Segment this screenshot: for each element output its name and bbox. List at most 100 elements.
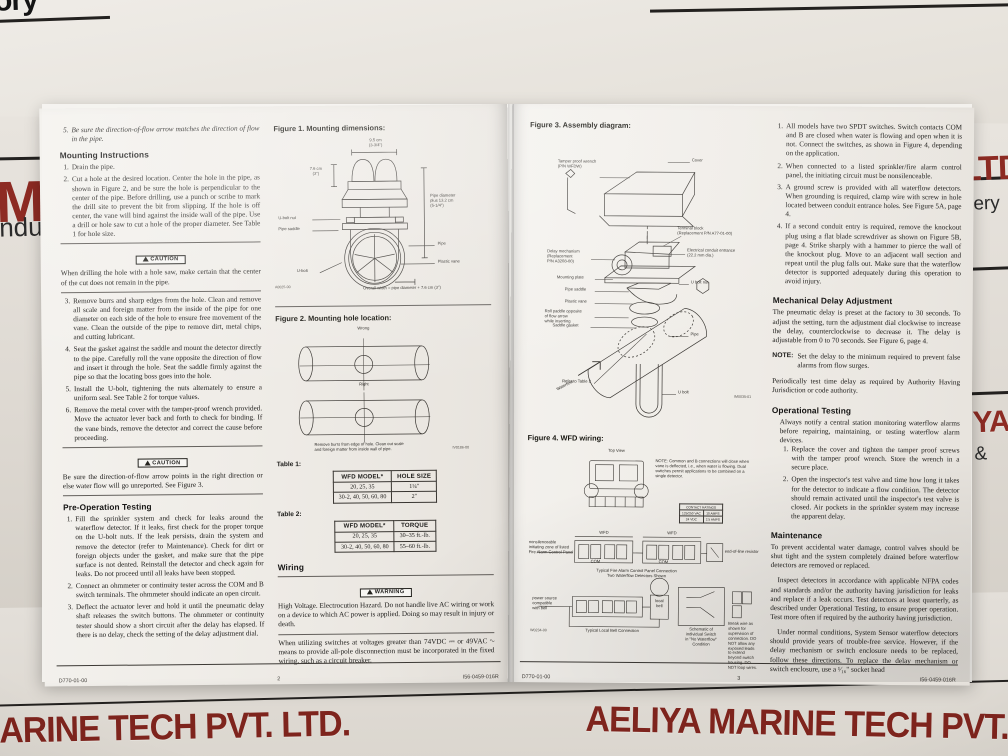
manual-gutter: [508, 104, 514, 682]
warning-text: High Voltage. Electrocution Hazard. Do n…: [277, 600, 495, 629]
figure-3-label-tamper-wrench: Tamper proof wrench (P/N WFDW): [557, 158, 597, 169]
figure-2-label-wrong: Wrong: [357, 325, 370, 331]
figure-4-label-schematic: Schematic of individual Switch in "No Wa…: [685, 626, 717, 647]
table-2-header-torque: TORQUE: [393, 519, 436, 532]
list-item: 5.Install the U-bolt, tightening the nut…: [65, 383, 262, 403]
open-manual: 5.Be sure the direction-of-flow arrow ma…: [39, 104, 975, 687]
delay-adjustment-text: The pneumatic delay is preset at the fac…: [772, 308, 961, 346]
manual-page-left: 5.Be sure the direction-of-flow arrow ma…: [39, 104, 513, 687]
list-item: 4.If a second conduit entry is required,…: [776, 222, 962, 286]
warning-label: WARNING: [374, 589, 405, 596]
footer-page-number: 3: [737, 675, 741, 682]
figure-4-label-power-source: power source compatible with bell: [532, 595, 557, 611]
figure-2-caption: Figure 2. Mounting hole location:: [275, 313, 392, 324]
figure-1-label-u-bolt-nut: U-bolt nut: [278, 215, 297, 221]
divider: [278, 631, 495, 635]
table-cell: 1¼": [391, 481, 437, 493]
figure-4-label-control-panel: nonsilenceable initiating zone of listed…: [528, 539, 574, 555]
background-heading-ory: ory: [0, 0, 39, 18]
maintenance-paragraph-2: Inspect detectors in accordance with app…: [770, 576, 959, 623]
figure-3-label-pipe-saddle: Pipe saddle: [564, 286, 587, 292]
operational-testing-intro: Always notify a central station monitori…: [779, 417, 960, 445]
figure-4-caption-bell-connection: Typical Local Bell Connection: [585, 627, 639, 634]
right-page-figure-column: Figure 3. Assembly diagram:: [526, 120, 762, 670]
list-item: 2.Cut a hole at the desired location. Ce…: [63, 173, 261, 239]
figure-1-drawing: [312, 149, 435, 289]
footer-doc-number: D770-01-00: [58, 678, 88, 685]
table-row: 30-2, 40, 50, 60, 80 2": [333, 491, 437, 503]
figure-4-caption-panel-connection: Typical Fire Alarm Control Panel Connect…: [596, 567, 677, 579]
maintenance-paragraph-1: To prevent accidental water damage, cont…: [770, 543, 959, 571]
list-item: 5.Be sure the direction-of-flow arrow ma…: [63, 124, 260, 144]
table-cell: 20, 25, 35: [332, 481, 392, 493]
table-row: 30-2, 40, 50, 60, 80 55–60 ft.-lb.: [335, 541, 436, 553]
figure-2-code: IV0186-00: [452, 445, 470, 450]
footer-page-number: 2: [277, 676, 281, 683]
figure-1-mounting-dimensions: 9.5 cm (3-3/4") 7.6 cm (3") Pipe diamete…: [274, 133, 492, 301]
table-2-torque: WFD MODEL* TORQUE 20, 25, 35 30–35 ft.-l…: [335, 519, 436, 553]
figure-4-contact-ratings-table: CONTACT RATINGS 125/250 VAC 10 AMPS 24 V…: [679, 503, 723, 523]
table-1-hole-size: WFD MODEL* HOLE SIZE 20, 25, 35 1¼" 30-2…: [332, 470, 437, 504]
figure-3-label-refer-table-2: Refer to Table 2: [562, 378, 591, 384]
divider: [60, 241, 261, 245]
table-2-header-model: WFD MODEL*: [335, 520, 395, 532]
heading-mechanical-delay-adjustment: Mechanical Delay Adjustment: [772, 295, 893, 307]
heading-pre-operation-testing: Pre-Operation Testing: [63, 501, 152, 513]
heading-maintenance: Maintenance: [770, 530, 823, 541]
list-item: 3.Remove burrs and sharp edges from the …: [64, 295, 262, 342]
figure-3-label-terminal-block: Terminal block (Replacement P/N A77-01-0…: [677, 225, 733, 236]
figure-4-drawing: [536, 460, 752, 628]
figure-3-label-conduit-entrance: Electrical conduit entrance (22.2 mm dia…: [687, 247, 736, 258]
list-item: 3.A ground screw is provided with all wa…: [777, 182, 962, 219]
figure-3-code: IM0035-01: [733, 394, 752, 399]
list-item: 1.Replace the cover and tighten the tamp…: [783, 445, 960, 472]
list-item: 1.Fill the sprinkler system and check fo…: [66, 513, 264, 579]
figure-3-label-saddle-gasket: Saddle gasket: [552, 322, 579, 328]
figure-1-label-pipe-saddle: Pipe saddle: [278, 226, 300, 232]
figure-3-label-u-bolt: U bolt: [677, 389, 689, 395]
figure-1-label-height: 7.6 cm (3"): [309, 165, 322, 176]
table-cell: 20, 25, 35: [335, 531, 395, 543]
figure-2-note: Remove burrs from edge of hole. Clean ou…: [314, 441, 404, 452]
left-page-text-column: 5.Be sure the direction-of-flow arrow ma…: [59, 124, 265, 643]
divider: [275, 304, 492, 308]
divider: [61, 290, 262, 293]
table-2-label: Table 2:: [277, 510, 302, 518]
figure-4-label-eol-resistor: end-of-line resistor: [724, 548, 759, 554]
periodic-test-text: Periodically test time delay as required…: [771, 377, 961, 396]
divider: [62, 493, 263, 497]
table-1-header-hole-size: HOLE SIZE: [391, 470, 437, 482]
manual-page-right: Figure 3. Assembly diagram:: [507, 104, 975, 686]
figure-1-label-plastic-vane: Plastic vane: [437, 258, 460, 264]
figure-3-caption: Figure 3. Assembly diagram:: [530, 120, 631, 130]
right-page-text-column: 1.All models have two SPDT switches. Swi…: [770, 122, 962, 675]
table-cell: 55–60 ft.-lb.: [394, 541, 436, 552]
list-item: 4.Seat the gasket against the saddle and…: [65, 343, 262, 381]
note-text: Set the delay to the minimum required to…: [797, 352, 961, 370]
warning-banner: WARNING: [278, 579, 494, 599]
list-item: 2.Open the inspector's test valve and ti…: [782, 475, 960, 521]
figure-4-note: NOTE: Common and B connections will clos…: [655, 458, 750, 479]
note-label: NOTE:: [772, 352, 794, 360]
list-item: 6.Remove the metal cover with the tamper…: [65, 404, 263, 442]
maintenance-paragraph-3: Under normal conditions, System Sensor w…: [769, 628, 959, 674]
figure-3-assembly-diagram: Tamper proof wrench (P/N WFDW) Cover Ter…: [528, 131, 762, 433]
figure-2-mounting-hole-location: Wrong Right Remove burrs from edge of ho…: [275, 323, 492, 457]
figure-1-label-width: 9.5 cm (3-3/4"): [368, 137, 383, 148]
figure-4-label-com-right: COM: [658, 559, 669, 565]
watermark-bottom-left: ARINE TECH PVT. LTD.: [0, 702, 351, 751]
list-item: 2.When connected to a listed sprinkler/f…: [777, 161, 962, 181]
figure-4-caption: Figure 4. WFD wiring:: [527, 433, 604, 443]
footer-part-number: I56-0459-016R: [462, 674, 499, 681]
caution-banner-2: CAUTION: [63, 450, 263, 470]
caution-label: CAUTION: [152, 459, 181, 467]
table-cell: 24 VDC: [679, 516, 704, 523]
figure-2-label-right: Right: [359, 381, 369, 387]
list-item: 1.Drain the pipe.: [63, 163, 115, 172]
footer-part-number: I56-0459-016R: [919, 677, 956, 684]
table-row: 24 VDC 2.5 AMPS: [679, 516, 723, 523]
heading-mounting-instructions: Mounting Instructions: [59, 149, 149, 161]
table-cell: 2.5 AMPS: [703, 516, 723, 523]
divider: [277, 574, 494, 578]
